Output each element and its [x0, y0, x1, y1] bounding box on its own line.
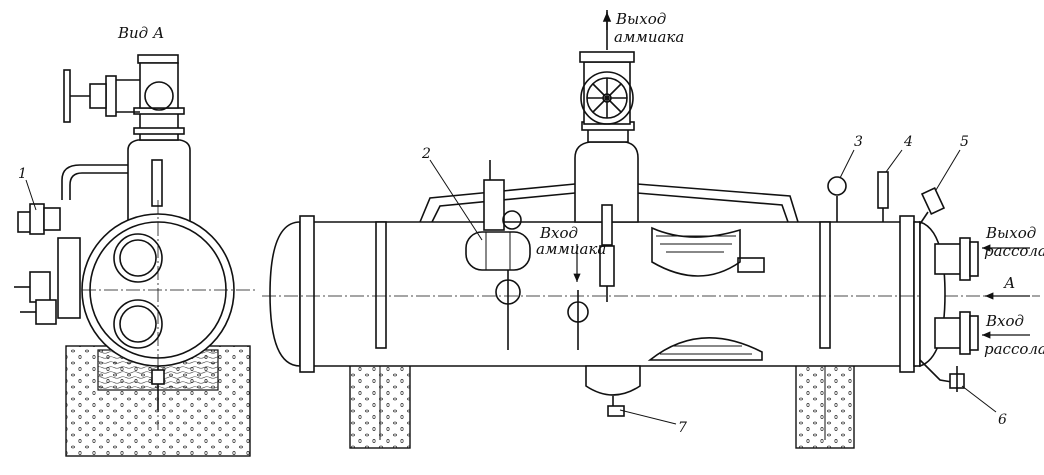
callout-5: 5 — [960, 134, 969, 150]
callout-1: 1 — [18, 166, 27, 182]
separator-2 — [465, 231, 531, 271]
label-brine-out-2: рассола — [984, 242, 1044, 260]
main-view — [25, 10, 1040, 449]
label-brine-in-2: рассола — [984, 340, 1044, 358]
callout-6: 6 — [998, 412, 1007, 428]
callout-3: 3 — [854, 134, 863, 150]
label-brine-in-1: Вход — [985, 312, 1024, 330]
label-view-a: Вид А — [117, 24, 164, 42]
callout-2: 2 — [421, 146, 431, 162]
side-handwheel — [63, 69, 71, 123]
callout-4: 4 — [903, 134, 913, 150]
label-ammonia-out-1: Выход — [615, 10, 666, 28]
callout-7: 7 — [678, 420, 687, 436]
drain-pot-7 — [585, 365, 641, 396]
side-view-a — [14, 54, 256, 457]
label-arrow-a: А — [1003, 274, 1015, 292]
label-brine-out-1: Выход — [985, 224, 1036, 242]
label-ammonia-in-1: Вход — [539, 224, 578, 242]
label-ammonia-in-2: аммиака — [536, 240, 606, 258]
label-ammonia-out-2: аммиака — [614, 28, 684, 46]
top-handwheel — [580, 71, 634, 125]
shell-flange-left — [299, 215, 315, 373]
shell-flange-right — [899, 215, 915, 373]
